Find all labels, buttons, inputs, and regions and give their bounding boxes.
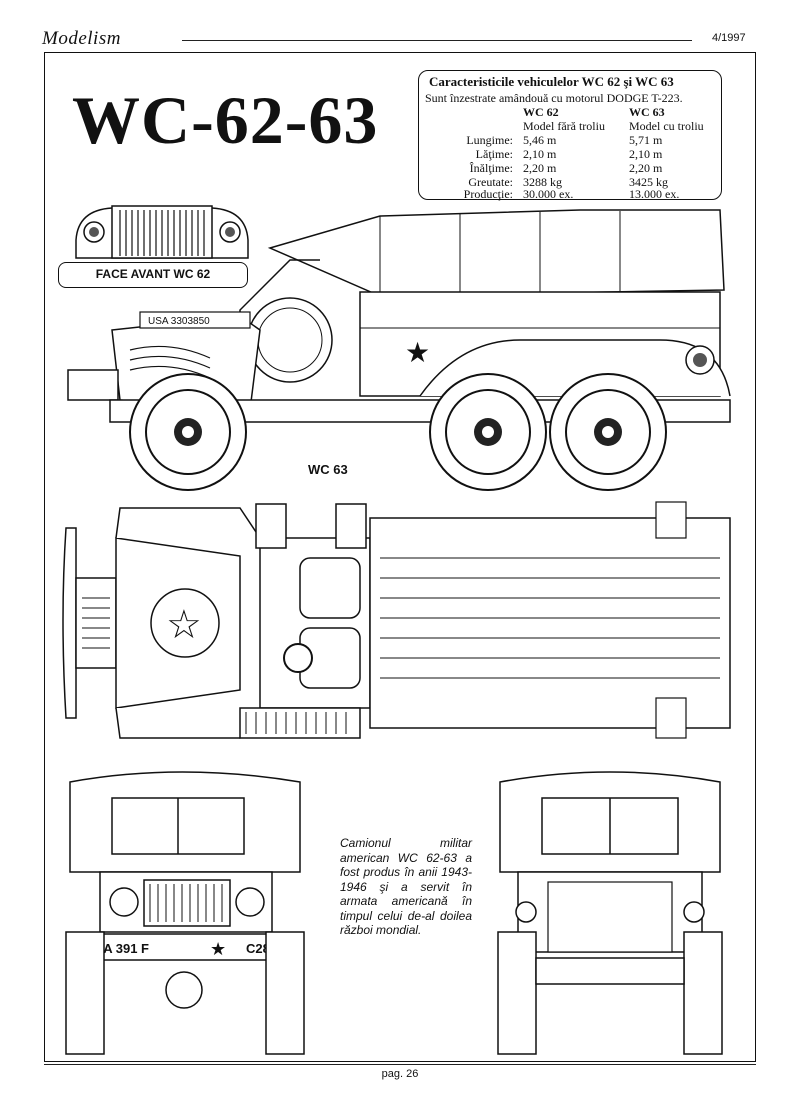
spec-row-value: 30.000 ex. bbox=[523, 187, 574, 201]
spec-row-label: Lungime: bbox=[466, 133, 513, 147]
caption-text: Camionul militar american WC 62-63 a fos… bbox=[340, 836, 472, 937]
svg-text:★: ★ bbox=[405, 337, 430, 368]
spec-row-value: 5,71 m bbox=[629, 133, 663, 147]
front-view-drawing: 3A 391 F ★ C28 bbox=[65, 771, 305, 1055]
spec-row-value: 2,10 m bbox=[523, 147, 557, 161]
spec-engine-note: Sunt înzestrate amândouă cu motorul DODG… bbox=[425, 91, 683, 105]
header-rule bbox=[182, 40, 692, 41]
spec-row-label: Producţie: bbox=[463, 187, 513, 201]
bumper-plate-left: 3A 391 F bbox=[96, 941, 149, 956]
page-title: WC-62-63 bbox=[72, 82, 379, 158]
front-view-label: FACE AVANT WC 62 bbox=[58, 262, 248, 288]
side-view-label: WC 63 bbox=[308, 462, 348, 477]
top-view-drawing: ☆ bbox=[62, 501, 731, 739]
spec-row-value: 2,10 m bbox=[629, 147, 663, 161]
spec-row-value: 3425 kg bbox=[629, 175, 668, 189]
svg-text:★: ★ bbox=[210, 939, 226, 959]
page-number: pag. 26 bbox=[381, 1068, 419, 1080]
spec-col-model: WC 63 bbox=[629, 105, 665, 119]
bumper-plate-right: C28 bbox=[246, 941, 270, 956]
spec-row-value: 2,20 m bbox=[629, 161, 663, 175]
spec-col-variant: Model fără troliu bbox=[523, 119, 605, 133]
spec-heading: Caracteristicile vehiculelor WC 62 şi WC… bbox=[429, 74, 674, 89]
footer-rule bbox=[44, 1064, 756, 1065]
spec-row-label: Înălţime: bbox=[469, 161, 513, 175]
front-grille-drawing bbox=[75, 205, 249, 259]
spec-row-value: 13.000 ex. bbox=[629, 187, 680, 201]
hood-serial: USA 3303850 bbox=[148, 316, 210, 327]
spec-col-variant: Model cu troliu bbox=[629, 119, 704, 133]
side-view-drawing: ★ USA 3303850 bbox=[67, 209, 731, 491]
spec-table: Caracteristicile vehiculelor WC 62 şi WC… bbox=[418, 70, 722, 201]
spec-row-value: 3288 kg bbox=[523, 175, 562, 189]
magazine-logo: Modelism bbox=[42, 28, 121, 49]
issue-number: 4/1997 bbox=[712, 32, 746, 44]
rear-view-drawing bbox=[497, 771, 723, 1055]
spec-row-value: 2,20 m bbox=[523, 161, 557, 175]
spec-row-label: Greutate: bbox=[468, 175, 513, 189]
spec-row-label: Lăţime: bbox=[475, 147, 513, 161]
spec-row-value: 5,46 m bbox=[523, 133, 557, 147]
page-frame bbox=[44, 52, 756, 1062]
svg-text:☆: ☆ bbox=[166, 603, 202, 647]
spec-col-model: WC 62 bbox=[523, 105, 559, 119]
